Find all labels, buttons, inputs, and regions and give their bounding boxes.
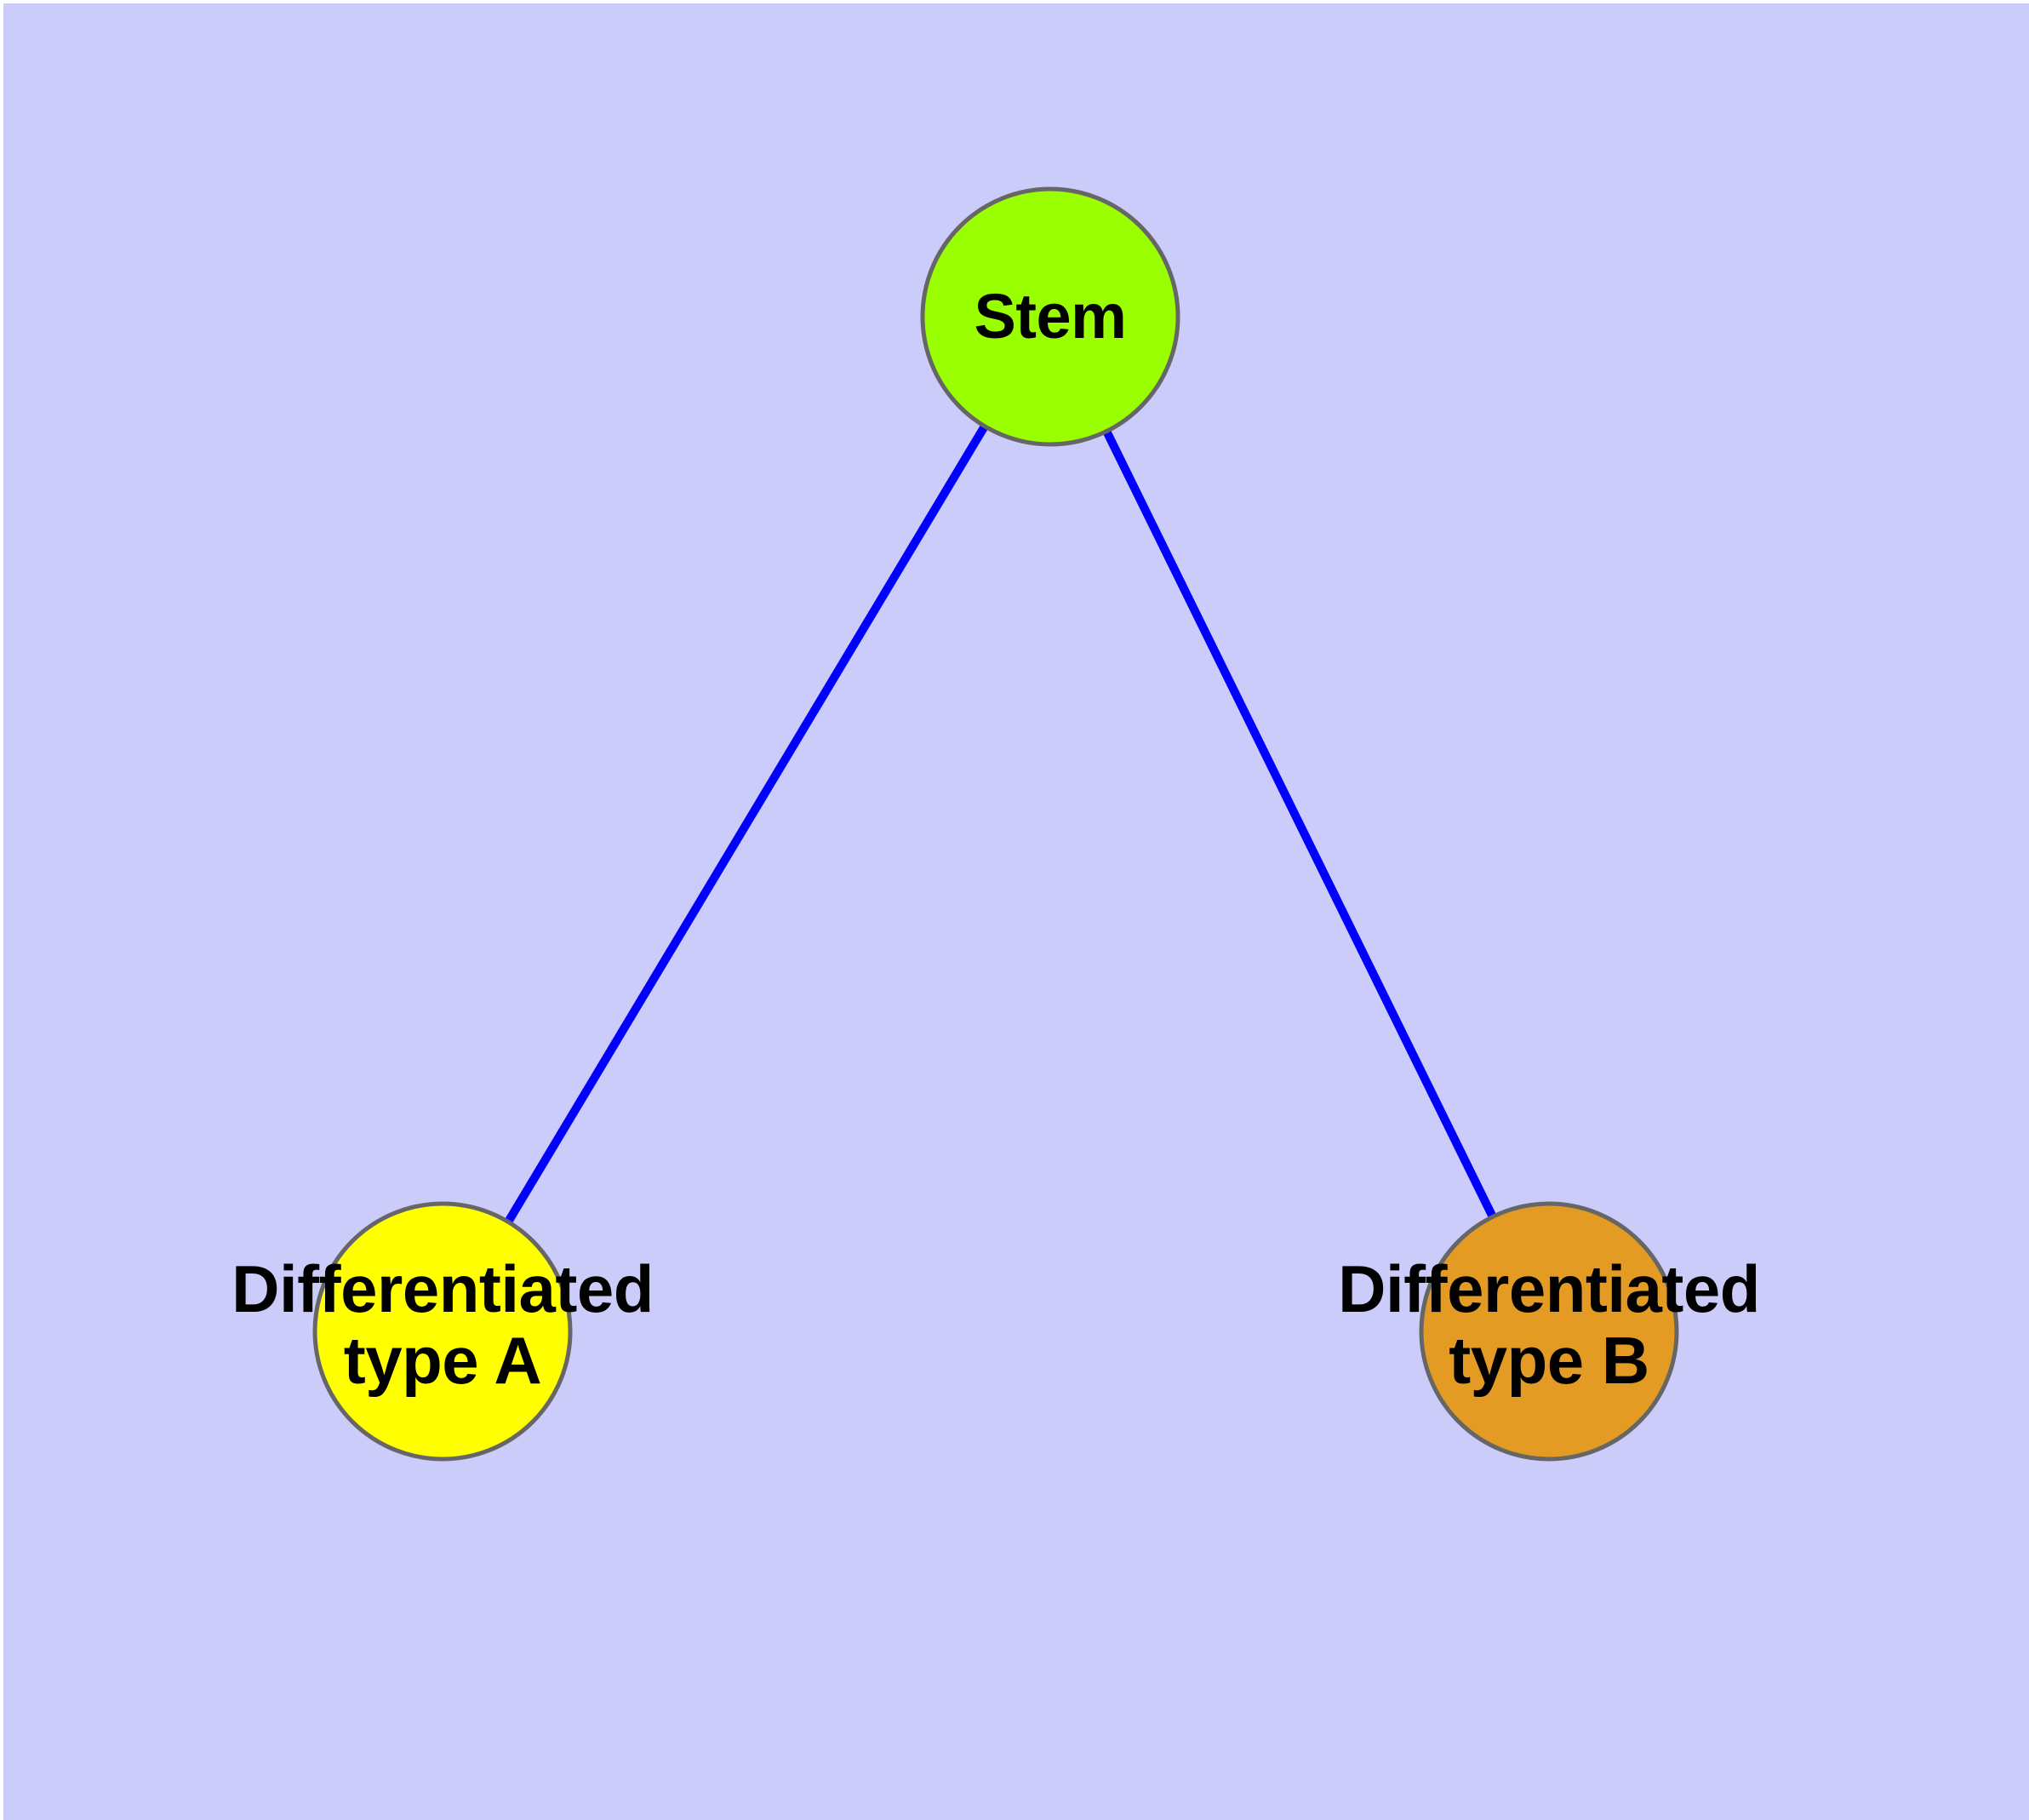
edge-stem-diff-a xyxy=(438,314,1055,1334)
edge-layer xyxy=(438,314,1553,1334)
node-differentiated-type-b[interactable] xyxy=(1419,1201,1679,1462)
node-differentiated-type-a[interactable] xyxy=(312,1201,573,1462)
node-stem[interactable] xyxy=(920,186,1180,447)
edge-stem-diff-b xyxy=(1046,314,1553,1334)
node-layer xyxy=(312,186,1679,1462)
